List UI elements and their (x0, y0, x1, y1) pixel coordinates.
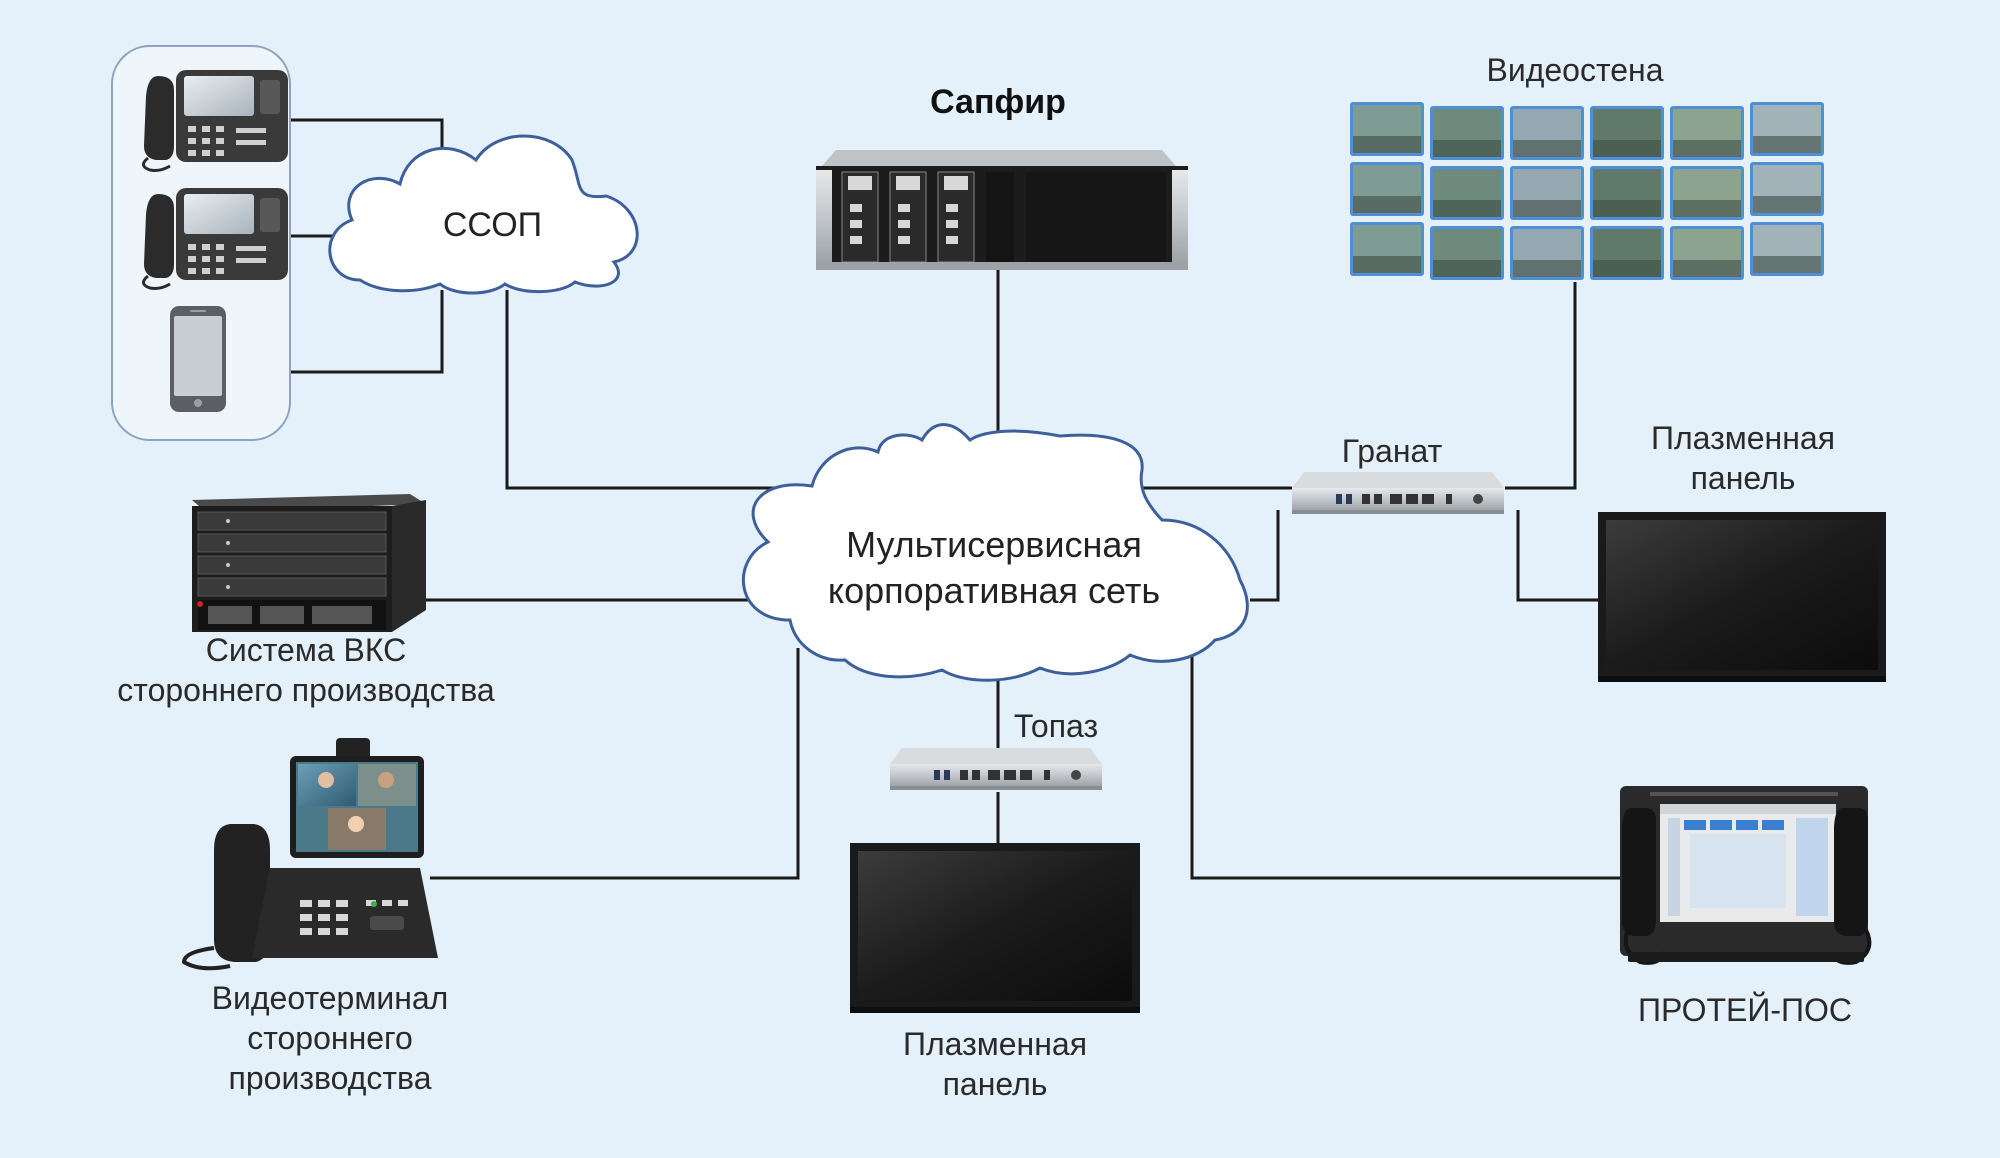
network-label-line2: корпоративная сеть (827, 570, 1161, 611)
video-tile-shade (1433, 200, 1501, 217)
link-granat-plasma (1516, 510, 1598, 602)
plasma-panel-icon (1598, 512, 1886, 682)
plasma-panel-icon (850, 843, 1140, 1013)
video-tile-shade (1433, 140, 1501, 157)
video-tile-shade (1673, 140, 1741, 157)
vks-label-line2: стороннего производства (117, 672, 495, 708)
video-tile-shade (1753, 136, 1821, 153)
topaz-label: Топаз (1013, 708, 1099, 744)
video-tile-shade (1593, 140, 1661, 157)
link-network-protei (1190, 655, 1620, 880)
video-terminal-icon (181, 738, 438, 971)
link-phone1-ssop (290, 118, 444, 150)
cloud-icon (742, 423, 1249, 682)
video-tile-shade (1353, 136, 1421, 153)
link-network-videoterminal (430, 648, 800, 880)
link-videowall-granat (1505, 282, 1577, 490)
video-tile-shade (1513, 260, 1581, 277)
video-tile-shade (1753, 196, 1821, 213)
videoterminal-label-line3: производства (228, 1060, 432, 1096)
video-tile-shade (1513, 140, 1581, 157)
media-box-icon (1292, 472, 1504, 514)
ssop-label: ССОП (442, 206, 543, 244)
media-box-icon (890, 748, 1102, 790)
video-tile-shade (1353, 256, 1421, 273)
sapfir-label: Сапфир (930, 83, 1066, 121)
vks-label-line1: Система ВКС (205, 632, 407, 668)
video-tile-shade (1353, 196, 1421, 213)
video-tile-shade (1753, 256, 1821, 273)
network-label-line1: Мультисервисная (846, 524, 1142, 565)
videoterminal-label-line2: стороннего (247, 1020, 413, 1056)
connection-lines (290, 118, 1620, 880)
video-tile-shade (1513, 200, 1581, 217)
ip-phone-icon (142, 188, 288, 290)
plasma-right-label-line1: Плазменная (1650, 420, 1836, 456)
protei-label: ПРОТЕЙ-ПОС (1637, 992, 1853, 1028)
video-tile-shade (1593, 260, 1661, 277)
ip-phone-icon (142, 70, 288, 172)
link-granat-network (1250, 510, 1280, 602)
plasma-bottom-label-line2: панель (942, 1066, 1048, 1102)
protei-console-icon (1620, 786, 1872, 965)
plasma-bottom-label-line1: Плазменная (902, 1026, 1088, 1062)
link-ssop-network (505, 290, 840, 490)
video-tile-shade (1673, 200, 1741, 217)
videowall-label: Видеостена (1486, 52, 1664, 88)
videoterminal-label-line1: Видеотерминал (211, 980, 449, 1016)
plasma-right-label-line2: панель (1690, 460, 1796, 496)
video-tile-shade (1593, 200, 1661, 217)
video-tile-shade (1673, 260, 1741, 277)
smartphone-icon (170, 306, 226, 412)
link-mobile-ssop (290, 290, 444, 374)
video-wall-icon (1350, 102, 1824, 280)
granat-label: Гранат (1341, 433, 1443, 469)
vks-server-icon (192, 494, 426, 632)
server-rack-icon (816, 150, 1188, 270)
video-tile-shade (1433, 260, 1501, 277)
cloud-icon (328, 134, 639, 295)
